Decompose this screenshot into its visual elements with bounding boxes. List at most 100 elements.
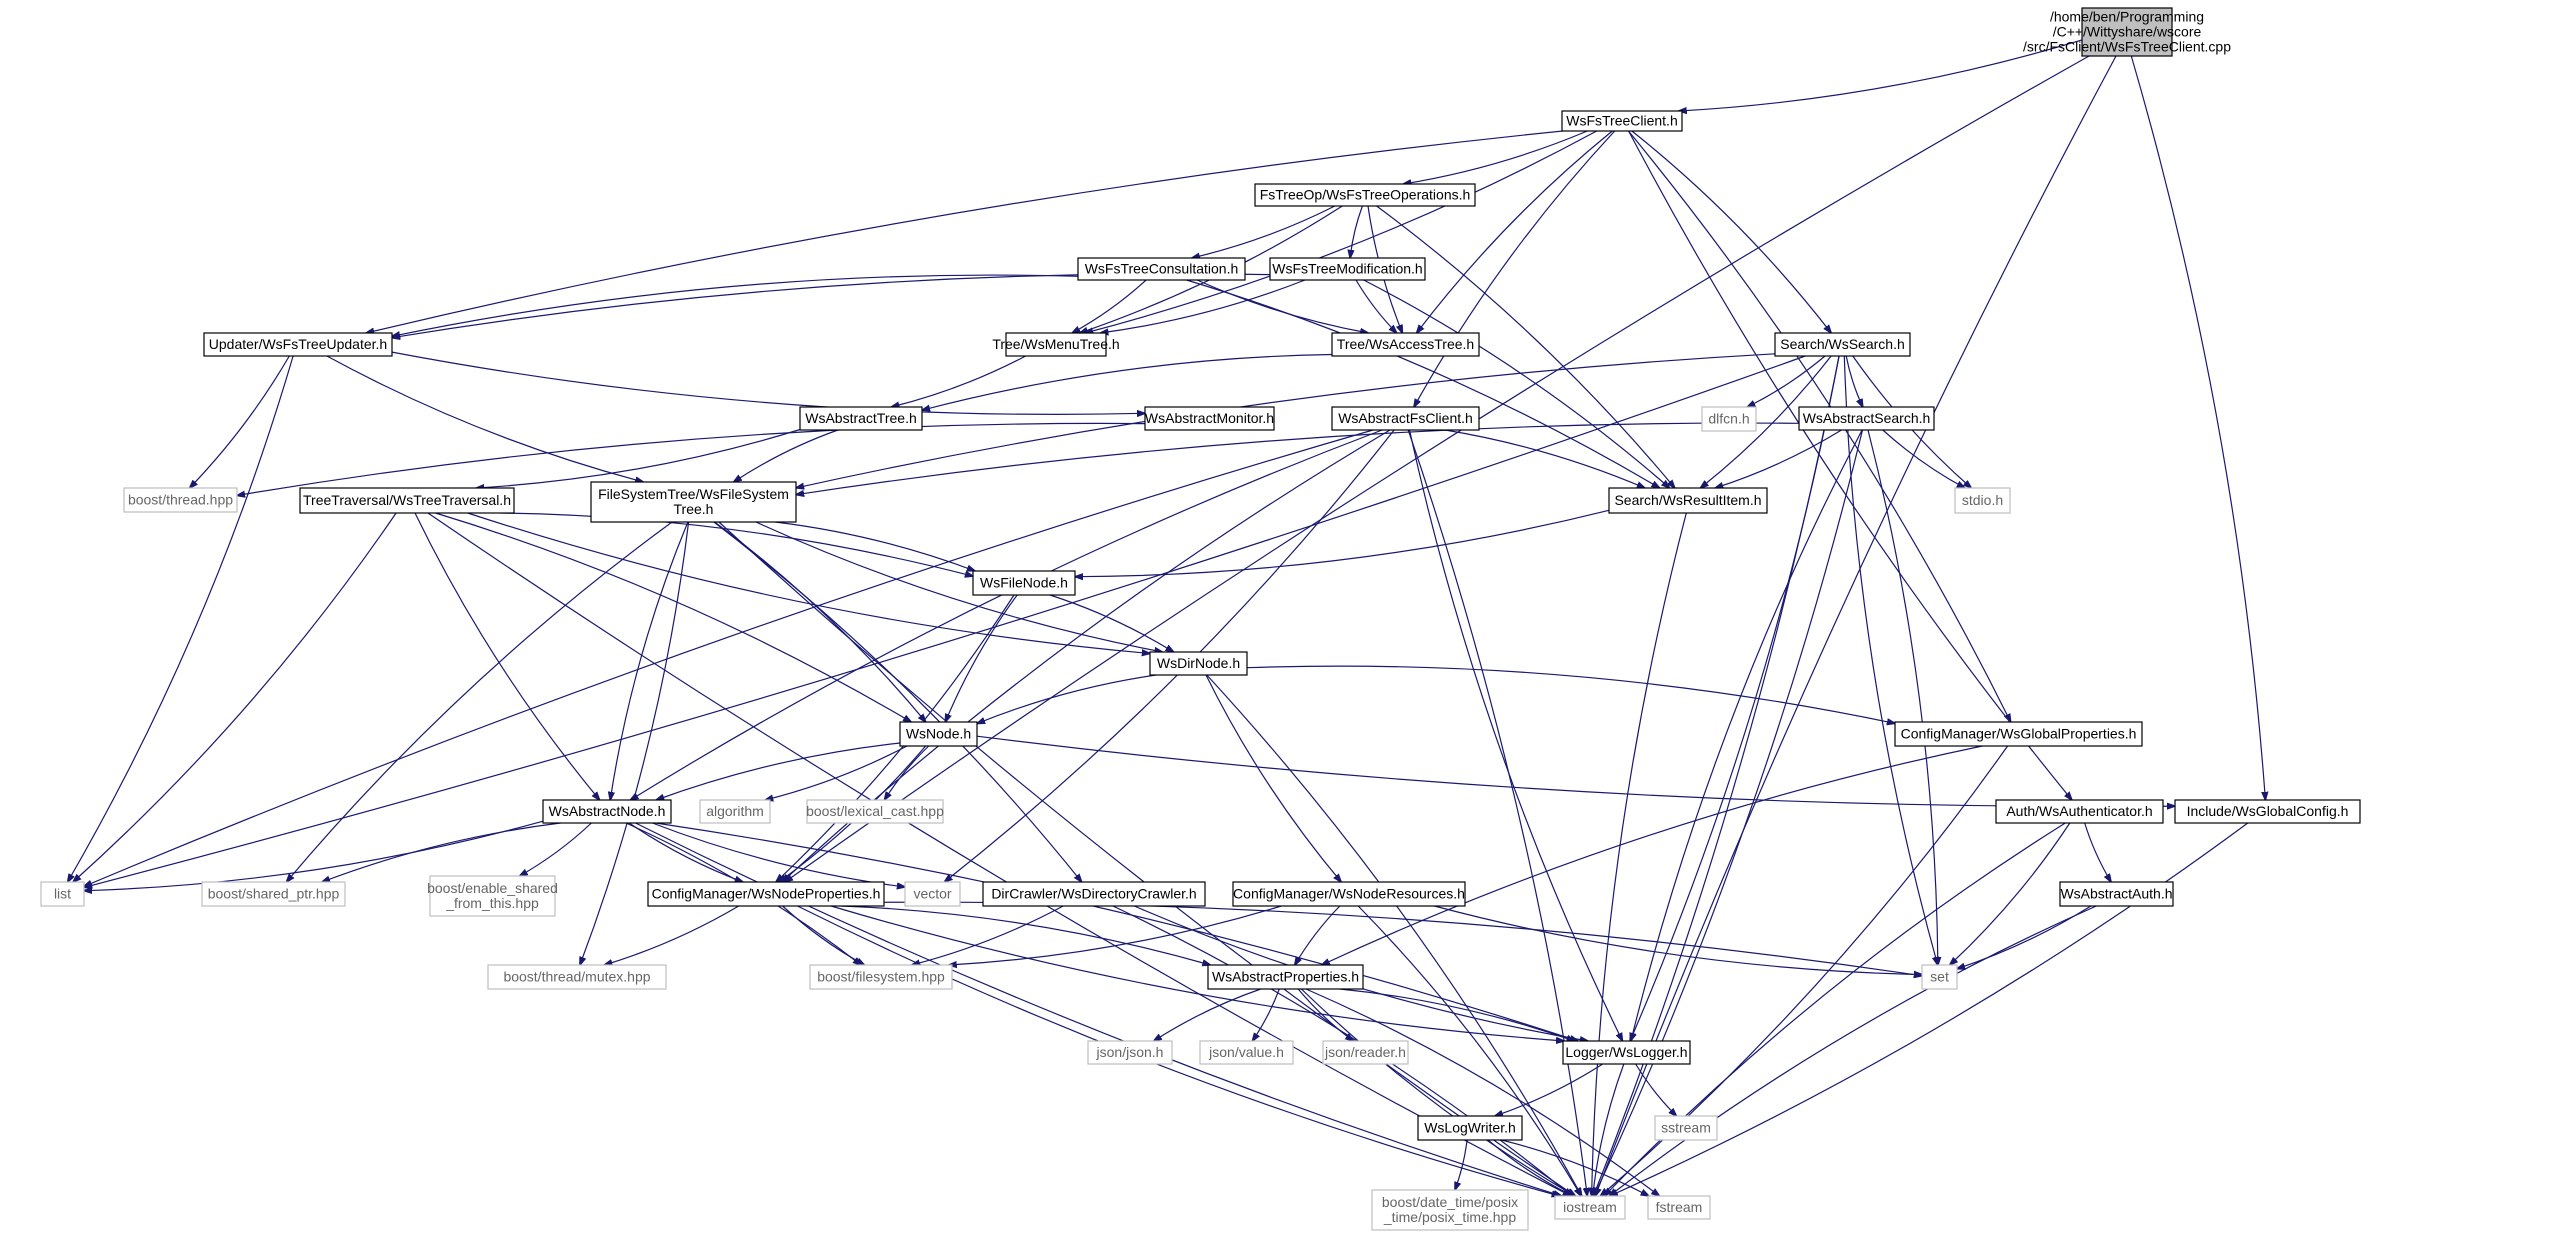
node-label: Tree/WsAccessTree.h xyxy=(1337,336,1474,352)
node-label: set xyxy=(1930,969,1949,985)
edge-abssearch-to-logger xyxy=(1631,429,1863,1041)
node-abssearch[interactable]: WsAbstractSearch.h xyxy=(1798,406,1935,431)
node-jsonreader: json/reader.h xyxy=(1322,1040,1409,1065)
node-box xyxy=(899,721,978,747)
edge-search-to-set xyxy=(1843,355,1937,965)
edge-nodeprops-to-filesystem xyxy=(782,905,865,965)
node-consult[interactable]: WsFsTreeConsultation.h xyxy=(1077,257,1246,281)
node-box xyxy=(299,487,515,514)
edge-absprops-to-fstream xyxy=(1305,988,1659,1196)
node-absnode[interactable]: WsAbstractNode.h xyxy=(542,799,672,824)
node-absfsclient[interactable]: WsAbstractFsClient.h xyxy=(1331,406,1480,431)
node-search[interactable]: Search/WsSearch.h xyxy=(1774,332,1911,357)
node-label: json/value.h xyxy=(1208,1044,1284,1060)
edge-updater-to-list xyxy=(68,355,294,882)
edge-noderes-to-iostream xyxy=(1357,905,1581,1196)
node-wsnode[interactable]: WsNode.h xyxy=(899,721,978,747)
node-globalprops[interactable]: ConfigManager/WsGlobalProperties.h xyxy=(1894,721,2143,747)
edge-root-to-globalconfig xyxy=(2130,55,2265,800)
node-box xyxy=(1199,1040,1294,1065)
edge-updater-to-absmonitor xyxy=(391,351,1145,414)
node-abstree[interactable]: WsAbstractTree.h xyxy=(799,406,923,431)
node-label: Tree/WsMenuTree.h xyxy=(992,336,1119,352)
node-treeops[interactable]: FsTreeOp/WsFsTreeOperations.h xyxy=(1254,183,1476,207)
node-fstream: fstream xyxy=(1647,1195,1711,1220)
node-label: WsAbstractTree.h xyxy=(805,410,917,426)
node-root[interactable]: /home/ben/Programming/C++/Wittyshare/wsc… xyxy=(2023,7,2231,57)
node-label: WsFileNode.h xyxy=(980,575,1068,591)
node-label: json/reader.h xyxy=(1324,1044,1406,1060)
node-box xyxy=(699,799,771,824)
node-filenode[interactable]: WsFileNode.h xyxy=(972,570,1076,596)
edge-abssearch-to-iostream xyxy=(1594,429,1864,1196)
edge-traversal-to-filenode xyxy=(500,512,974,576)
node-box xyxy=(647,881,885,907)
node-dircrawler[interactable]: DirCrawler/WsDirectoryCrawler.h xyxy=(982,881,1206,907)
edge-root-to-fstreeclient xyxy=(1679,39,2083,111)
node-box xyxy=(904,881,961,907)
edge-fstree-to-iostream xyxy=(718,521,1576,1196)
edge-modif-to-resultitem xyxy=(1363,279,1670,488)
node-absprops[interactable]: WsAbstractProperties.h xyxy=(1207,964,1364,990)
node-authenticator[interactable]: Auth/WsAuthenticator.h xyxy=(1995,799,2164,824)
node-label: WsAbstractProperties.h xyxy=(1212,969,1359,985)
node-menutree[interactable]: Tree/WsMenuTree.h xyxy=(992,332,1120,357)
node-label: Auth/WsAuthenticator.h xyxy=(2006,803,2152,819)
node-label: boost/filesystem.hpp xyxy=(817,969,945,985)
node-box xyxy=(1331,332,1480,357)
edge-treeops-to-resultitem xyxy=(1376,205,1675,488)
edge-fstree-to-dirnode xyxy=(755,521,1163,652)
edge-search-to-resultitem xyxy=(1700,355,1832,488)
node-box xyxy=(1654,1115,1718,1141)
edge-fstreeclient-to-menutree xyxy=(1085,130,1597,333)
edge-absfsclient-to-absnode xyxy=(630,429,1383,800)
node-box xyxy=(40,881,85,907)
edge-abssearch-to-fstree xyxy=(796,422,1800,495)
node-label: sstream xyxy=(1661,1120,1711,1136)
edge-absprops-to-iostream xyxy=(1300,988,1574,1196)
node-box xyxy=(1774,332,1911,357)
edge-traversal-to-dirnode xyxy=(467,512,1150,654)
node-modif[interactable]: WsFsTreeModification.h xyxy=(1269,257,1426,281)
node-label: WsAbstractMonitor.h xyxy=(1145,410,1274,426)
node-updater[interactable]: Updater/WsFsTreeUpdater.h xyxy=(203,332,393,357)
node-box xyxy=(2081,7,2173,57)
node-nodeprops[interactable]: ConfigManager/WsNodeProperties.h xyxy=(647,881,885,907)
edge-fstreeclient-to-search xyxy=(1631,130,1831,333)
node-thread: boost/thread.hpp xyxy=(123,487,238,513)
node-accesstree[interactable]: Tree/WsAccessTree.h xyxy=(1331,332,1480,357)
node-box xyxy=(1331,406,1480,431)
node-set: set xyxy=(1921,964,1958,990)
node-dirnode[interactable]: WsDirNode.h xyxy=(1149,651,1248,676)
node-box xyxy=(1608,487,1768,514)
node-absauth[interactable]: WsAbstractAuth.h xyxy=(2059,881,2174,907)
node-logger[interactable]: Logger/WsLogger.h xyxy=(1562,1040,1691,1065)
node-sstream: sstream xyxy=(1654,1115,1718,1141)
node-label: boost/thread.hpp xyxy=(128,492,233,508)
edge-dirnode-to-globalprops xyxy=(1246,665,1895,723)
edge-abssearch-to-resultitem xyxy=(1715,429,1842,488)
node-label: ConfigManager/WsNodeResources.h xyxy=(1233,886,1465,902)
edge-consult-to-menutree xyxy=(1072,279,1147,333)
edge-absfsclient-to-logger xyxy=(1408,429,1623,1041)
node-label: WsNode.h xyxy=(906,726,971,742)
node-noderes[interactable]: ConfigManager/WsNodeResources.h xyxy=(1232,881,1466,907)
node-traversal[interactable]: TreeTraversal/WsTreeTraversal.h xyxy=(299,487,515,514)
node-box xyxy=(809,964,953,990)
edge-logwriter-to-fstream xyxy=(1501,1139,1649,1196)
node-fstreeclient[interactable]: WsFsTreeClient.h xyxy=(1561,110,1683,132)
node-globalconfig[interactable]: Include/WsGlobalConfig.h xyxy=(2174,799,2361,824)
node-resultitem[interactable]: Search/WsResultItem.h xyxy=(1608,487,1768,514)
edge-search-to-list xyxy=(84,355,1806,887)
node-label: Tree.h xyxy=(674,501,714,517)
node-box xyxy=(799,406,923,431)
node-vector: vector xyxy=(904,881,961,907)
node-label: FsTreeOp/WsFsTreeOperations.h xyxy=(1260,187,1471,203)
node-absmonitor[interactable]: WsAbstractMonitor.h xyxy=(1144,406,1275,431)
node-enableshared: boost/enable_shared_from_this.hpp xyxy=(427,875,558,917)
node-box xyxy=(2059,881,2174,907)
edge-absnode-to-logger xyxy=(655,822,1578,1041)
edge-wsnode-to-lexcast xyxy=(884,745,930,800)
node-logwriter[interactable]: WsLogWriter.h xyxy=(1417,1115,1523,1141)
